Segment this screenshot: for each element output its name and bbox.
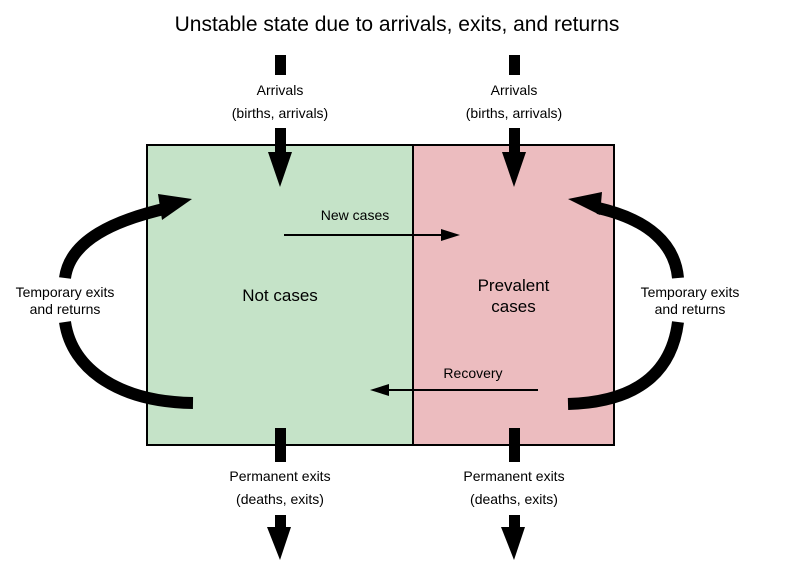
- exit-bar-right: [509, 428, 520, 462]
- temporary-label-left-line1: Temporary exits: [15, 284, 115, 300]
- prevalent-cases-label-line1: Prevalent: [477, 276, 550, 295]
- arrival-arrow-left: [268, 128, 292, 187]
- arrivals-detail-right: (births, arrivals): [465, 105, 563, 121]
- permanent-exits-label-right: Permanent exits: [463, 468, 565, 484]
- permanent-exits-detail-right: (deaths, exits): [470, 491, 558, 507]
- arrivals-label-right: Arrivals: [490, 82, 538, 98]
- exit-arrow-left: [267, 515, 291, 560]
- temporary-loop-left: [59, 194, 194, 409]
- recovery-label: Recovery: [443, 365, 503, 381]
- prevalent-cases-label-line2: cases: [491, 297, 536, 316]
- temporary-label-right-line1: Temporary exits: [640, 284, 740, 300]
- exit-bar-left: [275, 428, 286, 462]
- new-cases-arrow: [284, 229, 460, 241]
- not-cases-box: [146, 144, 414, 446]
- temporary-label-right-line2: and returns: [654, 301, 726, 317]
- arrivals-label-left: Arrivals: [256, 82, 304, 98]
- arrivals-detail-left: (births, arrivals): [231, 105, 329, 121]
- new-cases-label: New cases: [320, 207, 390, 223]
- diagram-title: Unstable state due to arrivals, exits, a…: [174, 13, 620, 36]
- exit-arrow-right: [501, 515, 525, 560]
- permanent-exits-label-left: Permanent exits: [229, 468, 331, 484]
- not-cases-label: Not cases: [242, 286, 318, 305]
- arrival-arrow-right: [502, 128, 526, 187]
- temporary-loop-right: [567, 192, 684, 410]
- temporary-label-left-line2: and returns: [29, 301, 101, 317]
- permanent-exits-detail-left: (deaths, exits): [236, 491, 324, 507]
- recovery-arrow: [370, 384, 538, 396]
- arrival-bar-top-left: [275, 55, 286, 75]
- prevalent-cases-box: [412, 144, 615, 446]
- arrival-bar-top-right: [509, 55, 520, 75]
